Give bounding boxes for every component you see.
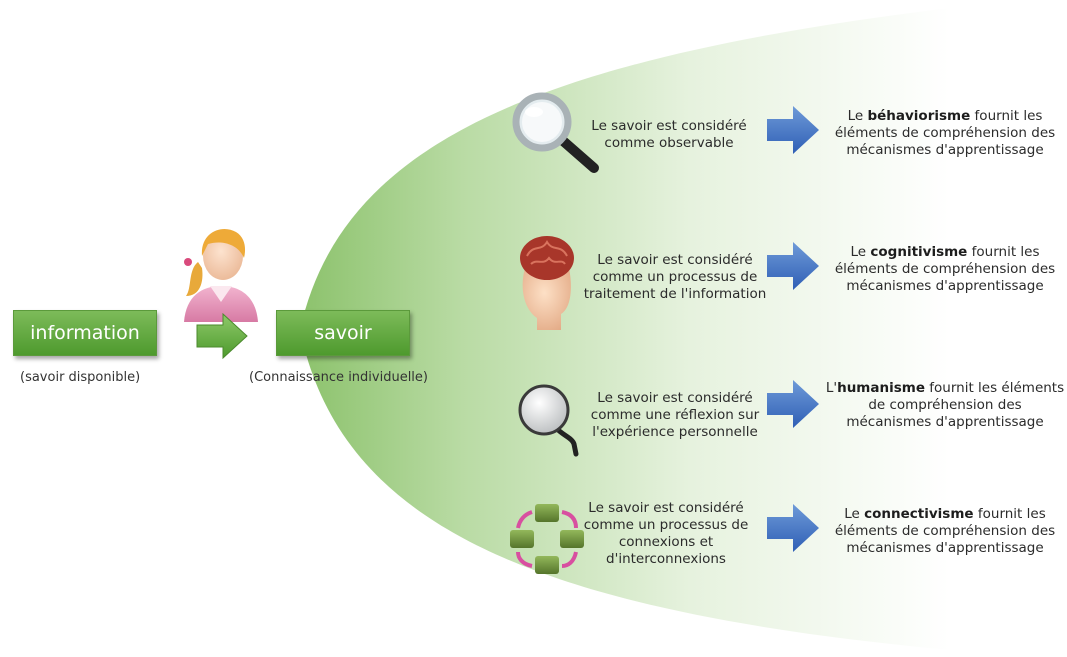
row1-theory-suffix: fournit les éléments de compréhension de… [834,108,1056,158]
row1-description: Le savoir est considéré comme observable [591,118,747,151]
savoir-caption: (Connaissance individuelle) [249,370,428,385]
network-cycle-icon [506,500,586,584]
row4-theory-name: connectivisme [864,506,974,522]
row4-theory-prefix: Le [844,506,865,522]
row3-theory-prefix: L' [825,380,838,396]
blue-arrow-icon [765,502,821,558]
row2-theory-suffix: fournit les éléments de compréhension de… [834,244,1056,294]
row3-theory: L'humanisme fournit les éléments de comp… [824,380,1066,431]
savoir-box: savoir [276,310,410,356]
information-caption: (savoir disponible) [20,370,141,385]
person-icon [178,222,264,330]
row1-theory-prefix: Le [847,108,868,124]
row3-description: Le savoir est considéré comme une réflex… [590,390,760,440]
row2-description: Le savoir est considéré comme un process… [583,252,767,302]
row2-theory-name: cognitivisme [870,244,968,260]
mirror-icon [516,380,586,464]
blue-arrow-icon [765,104,821,160]
information-label: information [30,322,140,344]
brain-head-icon [515,228,577,336]
information-box: information [13,310,157,356]
row2-theory: Le cognitivisme fournit les éléments de … [824,244,1066,295]
row3-theory-name: humanisme [837,380,925,396]
row3-theory-suffix: fournit les éléments de compréhension de… [846,380,1065,430]
row1-theory: Le béhaviorisme fournit les éléments de … [824,108,1066,159]
blue-arrow-icon [765,378,821,434]
savoir-label: savoir [314,322,372,344]
row4-theory-suffix: fournit les éléments de compréhension de… [834,506,1056,556]
magnifier-icon [508,92,602,180]
row4-theory: Le connectivisme fournit les éléments de… [824,506,1066,557]
row4-description: Le savoir est considéré comme un process… [583,500,749,567]
green-arrow-icon [195,312,249,364]
row2-theory-prefix: Le [850,244,871,260]
row1-theory-name: béhaviorisme [867,108,971,124]
blue-arrow-icon [765,240,821,296]
